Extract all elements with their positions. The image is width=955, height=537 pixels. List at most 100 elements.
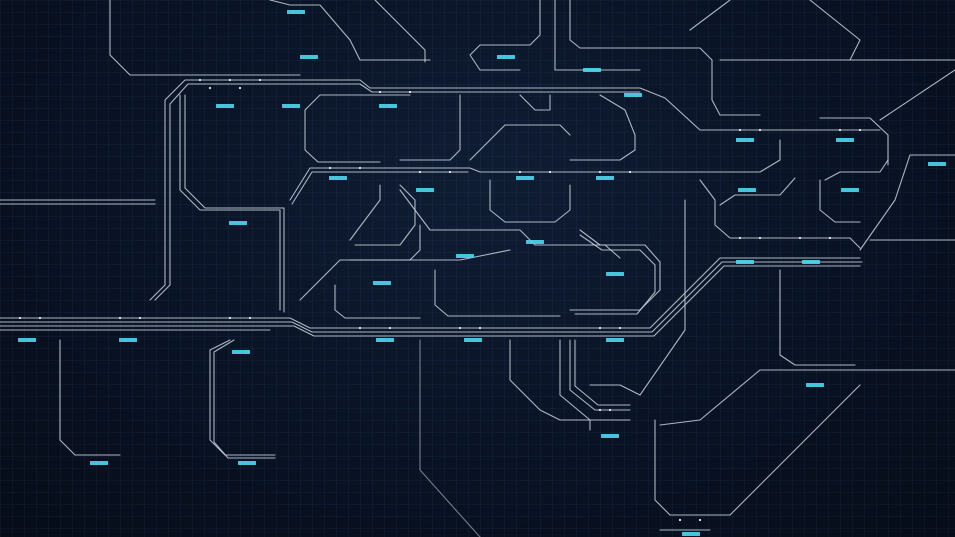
signal-dot <box>228 78 232 82</box>
station-label-tag <box>238 461 256 465</box>
left-branch-track <box>213 339 276 459</box>
loop-track <box>569 229 661 311</box>
signal-dot <box>608 408 612 412</box>
signal-dot <box>458 326 462 330</box>
top-branch-track <box>269 0 431 61</box>
signal-dot <box>248 316 252 320</box>
signal-dot <box>598 170 602 174</box>
station-label-tag <box>596 176 614 180</box>
station-label-tag <box>416 188 434 192</box>
signal-dot <box>828 236 832 240</box>
right-junction-track <box>699 179 861 249</box>
signal-dot <box>418 170 422 174</box>
station-label-tag <box>928 162 946 166</box>
signal-dot <box>138 316 142 320</box>
station-label-tag <box>18 338 36 342</box>
right-junction-track <box>859 154 955 251</box>
station-label-tag <box>216 104 234 108</box>
loop-track <box>304 94 411 163</box>
left-branch-track <box>109 0 301 76</box>
station-label-tag <box>282 104 300 108</box>
south-branch-track <box>569 339 631 411</box>
south-branch-track <box>654 384 861 516</box>
signal-dot <box>618 326 622 330</box>
south-branch-track <box>659 369 955 426</box>
main-trunk-track <box>0 265 861 337</box>
station-label-tag <box>624 93 642 97</box>
station-labels <box>18 10 946 536</box>
signal-dot <box>758 236 762 240</box>
signal-dot <box>598 326 602 330</box>
left-branch-track <box>179 94 281 311</box>
signal-dot <box>478 326 482 330</box>
loop-track <box>469 124 571 161</box>
station-label-tag <box>90 461 108 465</box>
signal-dot <box>758 128 762 132</box>
station-label-tag <box>736 260 754 264</box>
signal-dot <box>388 326 392 330</box>
loop-track <box>349 184 416 246</box>
signal-dot <box>378 90 382 94</box>
signal-dot <box>358 326 362 330</box>
upper-trunk-track <box>291 171 469 205</box>
right-junction-track <box>719 177 796 206</box>
loop-track <box>434 269 561 317</box>
signal-dot <box>38 316 42 320</box>
left-branch-track <box>209 339 276 456</box>
loop-track <box>399 94 461 161</box>
south-branch-track <box>509 339 591 431</box>
station-label-tag <box>287 10 305 14</box>
station-label-tag <box>736 138 754 142</box>
upper-trunk-track <box>149 79 881 301</box>
top-branch-track <box>569 0 761 116</box>
signal-dot <box>738 236 742 240</box>
station-label-tag <box>802 260 820 264</box>
station-label-tag <box>516 176 534 180</box>
loop-track <box>399 189 621 259</box>
signal-dot <box>18 316 22 320</box>
right-junction-track <box>819 179 861 223</box>
station-label-tag <box>456 254 474 258</box>
signal-dot <box>258 78 262 82</box>
signal-dot <box>678 518 682 522</box>
station-label-tag <box>376 338 394 342</box>
signal-dot <box>548 170 552 174</box>
station-label-tag <box>738 188 756 192</box>
signal-dot <box>628 170 632 174</box>
station-label-tag <box>583 68 601 72</box>
signal-dot <box>208 86 212 90</box>
loop-track <box>349 224 421 261</box>
station-label-tag <box>606 338 624 342</box>
left-branch-track <box>184 94 285 313</box>
loop-track <box>299 249 511 301</box>
loop-track <box>569 94 636 161</box>
signal-dot <box>198 78 202 82</box>
station-label-tag <box>329 176 347 180</box>
main-trunk-track <box>0 261 863 333</box>
signal-dot <box>518 170 522 174</box>
loop-track <box>334 284 421 319</box>
south-branch-track <box>574 339 631 406</box>
loop-track <box>489 179 571 223</box>
south-branch-track <box>559 339 631 421</box>
station-label-tag <box>806 383 824 387</box>
station-label-tag <box>229 221 247 225</box>
station-label-tag <box>464 338 482 342</box>
signal-dot <box>448 170 452 174</box>
top-branch-track <box>469 0 541 71</box>
station-label-tag <box>601 434 619 438</box>
main-trunk-track <box>0 257 861 329</box>
top-branch-track <box>689 0 731 31</box>
top-branch-track <box>554 0 641 71</box>
signal-dot <box>238 86 242 90</box>
south-branch-track <box>589 199 686 396</box>
signal-dot <box>228 316 232 320</box>
station-label-tag <box>373 281 391 285</box>
station-label-tag <box>232 350 250 354</box>
signal-dot <box>858 128 862 132</box>
loop-track <box>574 234 656 315</box>
station-label-tag <box>841 188 859 192</box>
station-label-tag <box>606 272 624 276</box>
